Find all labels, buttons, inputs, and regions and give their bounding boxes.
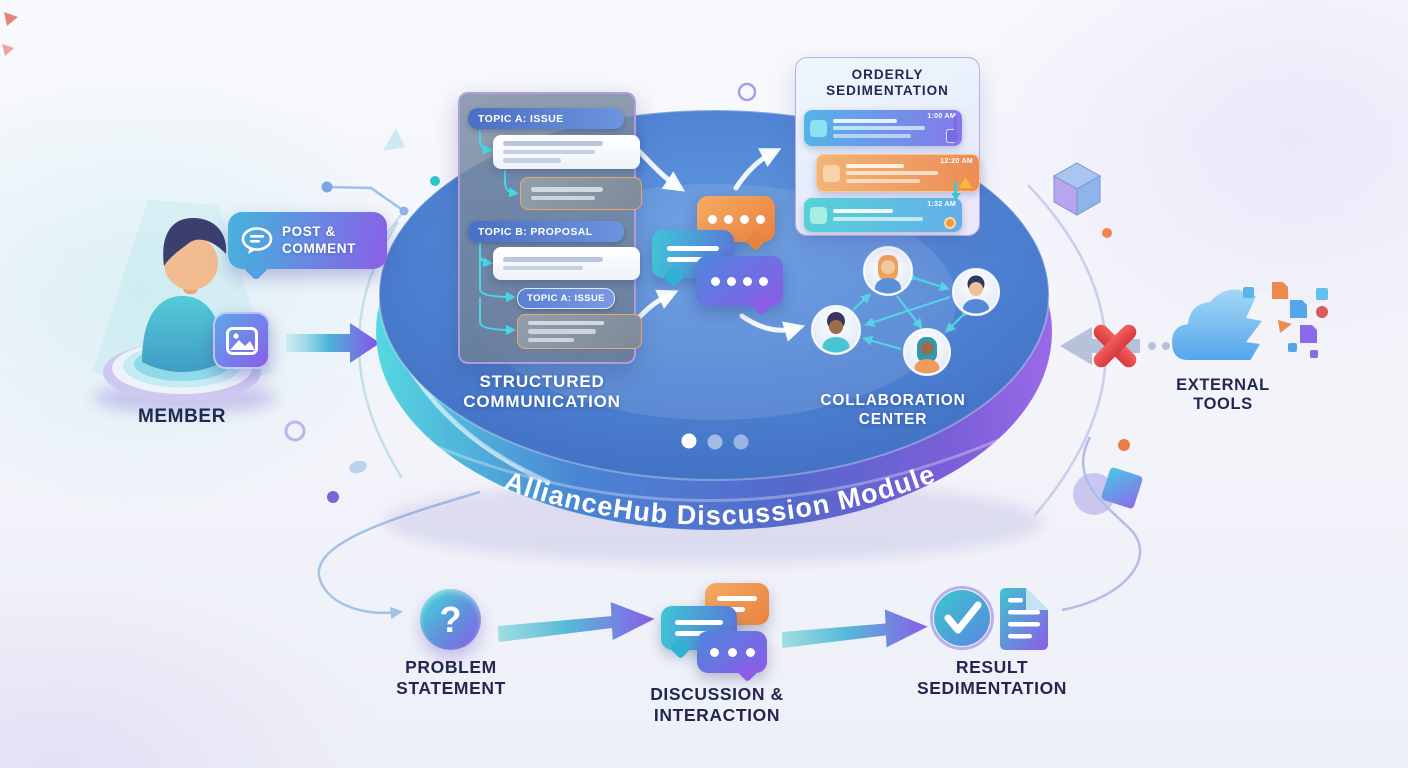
discussion-interaction-label: DISCUSSION & INTERACTION bbox=[650, 684, 784, 725]
post-comment-bubble[interactable]: POST & COMMENT bbox=[228, 212, 387, 269]
result-sedimentation-label: RESULT SEDIMENTATION bbox=[916, 657, 1068, 698]
text-line bbox=[528, 329, 596, 334]
topic-b-label: TOPIC B: PROPOSAL bbox=[478, 225, 593, 238]
text-line bbox=[503, 149, 595, 155]
post-comment-label: POST & COMMENT bbox=[282, 224, 356, 256]
message-card-muted[interactable] bbox=[520, 177, 642, 210]
image-icon[interactable] bbox=[213, 312, 270, 369]
chat-bubble-icon bbox=[241, 226, 273, 254]
topic-a-label: TOPIC A: ISSUE bbox=[478, 112, 564, 125]
message-card[interactable] bbox=[493, 135, 640, 169]
text-line bbox=[528, 320, 604, 326]
sediment-message-card-warning[interactable]: 12:20 AM bbox=[816, 154, 980, 192]
down-arrow-icon bbox=[950, 116, 960, 143]
member-label: MEMBER bbox=[137, 406, 227, 427]
timestamp: 1:00 AM bbox=[927, 113, 956, 120]
curve-from-result bbox=[1061, 436, 1142, 612]
topic-tree-connectors bbox=[479, 130, 519, 335]
text-line bbox=[503, 265, 583, 270]
external-tools-label: EXTERNAL TOOLS bbox=[1176, 376, 1270, 414]
x-icon bbox=[1093, 324, 1137, 368]
text-line bbox=[531, 187, 603, 192]
timestamp: 12:20 AM bbox=[940, 158, 973, 165]
document-icon bbox=[1000, 588, 1048, 650]
topic-b-pill[interactable]: TOPIC B: PROPOSAL bbox=[468, 221, 624, 242]
orderly-sedimentation-title: ORDERLY SEDIMENTATION bbox=[826, 67, 949, 98]
member-to-disc-arrow bbox=[286, 323, 380, 363]
cloud-fragments bbox=[1243, 282, 1328, 358]
down-arrow-icon bbox=[950, 182, 961, 200]
blocked-connection bbox=[1060, 324, 1184, 368]
message-card[interactable] bbox=[493, 247, 640, 280]
message-thumb-icon bbox=[810, 119, 827, 137]
avatar-right bbox=[952, 268, 1000, 316]
structured-communication-panel: TOPIC A: ISSUE TOPIC B: PROPOSAL TOPIC A… bbox=[458, 92, 642, 364]
pagination-dot-active[interactable] bbox=[681, 433, 697, 449]
text-line bbox=[528, 337, 574, 343]
topic-a-sub-pill[interactable]: TOPIC A: ISSUE bbox=[517, 288, 615, 309]
message-thumb-icon bbox=[823, 164, 840, 182]
avatar-left bbox=[811, 305, 861, 355]
message-card-muted[interactable] bbox=[517, 314, 642, 349]
checkmark-icon bbox=[930, 586, 994, 650]
text-line bbox=[503, 257, 603, 262]
timestamp: 1:32 AM bbox=[927, 201, 956, 208]
collaboration-center-label: COLLABORATION CENTER bbox=[820, 392, 966, 428]
topic-a-sub-label: TOPIC A: ISSUE bbox=[527, 293, 605, 304]
collaboration-network bbox=[852, 271, 972, 351]
orderly-sedimentation-panel: ORDERLY SEDIMENTATION 1:00 AM 12:20 AM bbox=[795, 57, 980, 236]
text-line bbox=[531, 195, 595, 200]
pagination-dot[interactable] bbox=[733, 434, 749, 450]
flow-arrow-1 bbox=[497, 602, 655, 643]
warning-icon bbox=[959, 177, 972, 188]
flow-arrow-2 bbox=[781, 609, 928, 648]
avatar-top bbox=[863, 246, 913, 296]
blocked-arrow-icon bbox=[1060, 327, 1140, 365]
pagination-dot[interactable] bbox=[707, 434, 723, 450]
question-glyph: ? bbox=[439, 598, 462, 640]
text-line bbox=[503, 158, 561, 163]
sediment-message-card[interactable]: 1:00 AM bbox=[804, 110, 962, 146]
message-thumb-icon bbox=[810, 206, 827, 224]
topic-a-pill[interactable]: TOPIC A: ISSUE bbox=[468, 108, 624, 129]
chat-bubble-purple bbox=[696, 256, 783, 316]
broken-cloud-icon bbox=[1172, 282, 1328, 364]
structured-communication-label: STRUCTURED COMMUNICATION bbox=[463, 372, 621, 412]
discussion-bubble-purple bbox=[697, 631, 767, 683]
background-decorations bbox=[284, 82, 1143, 516]
problem-statement-label: PROBLEM STATEMENT bbox=[396, 657, 506, 698]
clock-icon bbox=[944, 217, 956, 229]
avatar-bottom bbox=[903, 328, 951, 376]
text-line bbox=[503, 141, 603, 146]
sediment-message-card[interactable]: 1:32 AM bbox=[804, 198, 962, 232]
corner-decoration bbox=[2, 12, 18, 56]
question-mark-icon: ? bbox=[420, 589, 481, 650]
cube-decoration bbox=[1052, 162, 1102, 216]
